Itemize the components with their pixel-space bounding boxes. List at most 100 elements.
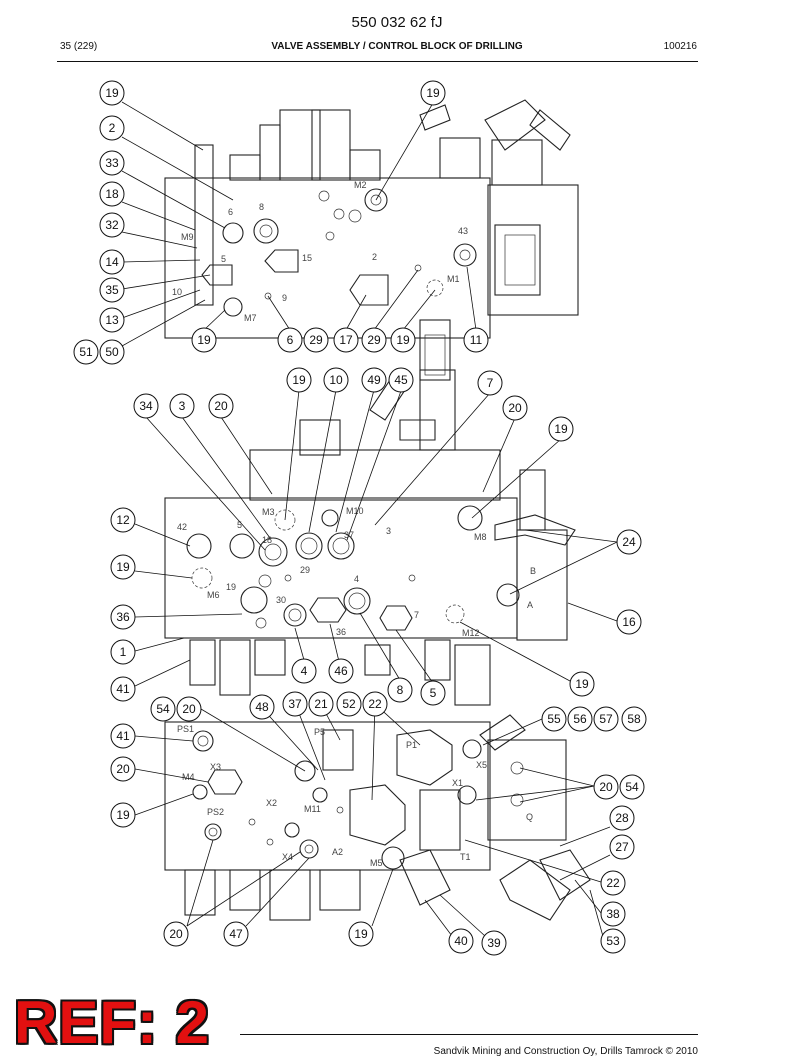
- svg-text:27: 27: [615, 840, 629, 854]
- svg-text:20: 20: [182, 702, 196, 716]
- svg-text:7: 7: [487, 376, 494, 390]
- svg-text:50: 50: [105, 345, 119, 359]
- callout-bubble: 45: [388, 367, 414, 393]
- svg-text:19: 19: [292, 373, 306, 387]
- callout-bubble: 48: [249, 694, 275, 720]
- svg-text:19: 19: [354, 927, 368, 941]
- header-rule: [57, 61, 698, 62]
- callout-bubble: 19: [548, 416, 574, 442]
- svg-text:54: 54: [156, 702, 170, 716]
- callout-bubble: 10: [323, 367, 349, 393]
- svg-text:38: 38: [606, 907, 620, 921]
- footer-rule: [240, 1034, 698, 1035]
- svg-text:45: 45: [394, 373, 408, 387]
- callouts-top: 19 19 2 33 18 32 14 35 13 51 50 19 6 29 …: [73, 80, 489, 365]
- callout-bubble: 20: [208, 393, 234, 419]
- svg-text:3: 3: [179, 399, 186, 413]
- svg-text:M5: M5: [370, 858, 383, 868]
- svg-text:29: 29: [367, 333, 381, 347]
- svg-text:3: 3: [386, 526, 391, 536]
- callouts-middle: 19 10 49 45 7 34 3 20 20 19 12 24 19 36 …: [110, 367, 642, 706]
- svg-text:48: 48: [255, 700, 269, 714]
- svg-text:22: 22: [368, 697, 382, 711]
- svg-text:19: 19: [116, 560, 130, 574]
- callout-bubble: 18: [99, 181, 125, 207]
- callout-bubble: 19: [110, 554, 136, 580]
- svg-text:B: B: [530, 566, 536, 576]
- callout-bubble: 16: [616, 609, 642, 635]
- callout-bubble: 20: [110, 756, 136, 782]
- svg-text:M1: M1: [447, 274, 460, 284]
- svg-text:M3: M3: [262, 507, 275, 517]
- callout-bubble: 2: [99, 115, 125, 141]
- svg-text:13: 13: [105, 313, 119, 327]
- svg-text:M12: M12: [462, 628, 480, 638]
- callout-bubble: 19: [348, 921, 374, 947]
- svg-text:X2: X2: [266, 798, 277, 808]
- callout-bubble: 35: [99, 277, 125, 303]
- svg-text:19: 19: [575, 677, 589, 691]
- svg-text:19: 19: [226, 582, 236, 592]
- svg-text:5: 5: [237, 520, 242, 530]
- callout-bubble: 20: [176, 696, 202, 722]
- bottom-block-engravings: P5 PS1 X3 P1 X2 M4 M11 X5 PS2 A2 X4 T1 M…: [177, 724, 533, 868]
- callout-bubble: 7: [477, 370, 503, 396]
- callout-bubble: 13: [99, 307, 125, 333]
- doc-number: 550 032 62 fJ: [351, 14, 443, 31]
- svg-text:4: 4: [354, 574, 359, 584]
- svg-text:M9: M9: [181, 232, 194, 242]
- svg-text:X1: X1: [452, 778, 463, 788]
- callout-bubble: 37: [282, 691, 308, 717]
- callout-bubble: 55: [541, 706, 567, 732]
- svg-text:4: 4: [301, 664, 308, 678]
- leader-lines: [121, 101, 618, 941]
- svg-text:19: 19: [554, 422, 568, 436]
- callout-bubble: 38: [600, 901, 626, 927]
- callout-bubble: 22: [362, 691, 388, 717]
- callout-bubble: 32: [99, 212, 125, 238]
- svg-text:20: 20: [599, 780, 613, 794]
- svg-text:PS1: PS1: [177, 724, 194, 734]
- svg-text:29: 29: [309, 333, 323, 347]
- svg-text:M4: M4: [182, 772, 195, 782]
- svg-text:20: 20: [169, 927, 183, 941]
- callout-bubble: 19: [286, 367, 312, 393]
- svg-text:11: 11: [470, 333, 483, 347]
- svg-text:X3: X3: [210, 762, 221, 772]
- svg-text:41: 41: [116, 682, 130, 696]
- svg-text:51: 51: [79, 345, 93, 359]
- svg-text:2: 2: [109, 121, 116, 135]
- page-reference: 35 (229): [60, 41, 98, 52]
- svg-text:41: 41: [116, 729, 130, 743]
- svg-text:53: 53: [606, 934, 620, 948]
- callout-bubble: 28: [609, 805, 635, 831]
- callout-bubble: 11: [463, 327, 489, 353]
- middle-valve-block: [164, 369, 576, 706]
- callout-bubble: 49: [361, 367, 387, 393]
- svg-text:8: 8: [259, 202, 264, 212]
- callout-bubble: 14: [99, 249, 125, 275]
- svg-text:6: 6: [287, 333, 294, 347]
- svg-text:58: 58: [627, 712, 641, 726]
- svg-text:19: 19: [116, 808, 130, 822]
- callout-bubble: 19: [569, 671, 595, 697]
- callout-bubble: 20: [593, 774, 619, 800]
- callout-bubble: 34: [133, 393, 159, 419]
- callout-bubble: 24: [616, 529, 642, 555]
- svg-text:20: 20: [508, 401, 522, 415]
- callout-bubble: 39: [481, 930, 507, 956]
- callout-bubble: 36: [110, 604, 136, 630]
- svg-text:19: 19: [396, 333, 410, 347]
- svg-text:18: 18: [262, 535, 272, 545]
- callout-bubble: 4: [291, 658, 317, 684]
- svg-text:32: 32: [105, 218, 119, 232]
- copyright: Sandvik Mining and Construction Oy, Dril…: [433, 1046, 698, 1057]
- callout-bubble: 51: [73, 339, 99, 365]
- svg-text:M11: M11: [304, 804, 321, 814]
- callout-bubble: 20: [502, 395, 528, 421]
- svg-text:X4: X4: [282, 852, 293, 862]
- svg-text:10: 10: [329, 373, 343, 387]
- svg-text:55: 55: [547, 712, 561, 726]
- callout-bubble: 27: [609, 834, 635, 860]
- page-title: VALVE ASSEMBLY / CONTROL BLOCK OF DRILLI…: [271, 41, 523, 52]
